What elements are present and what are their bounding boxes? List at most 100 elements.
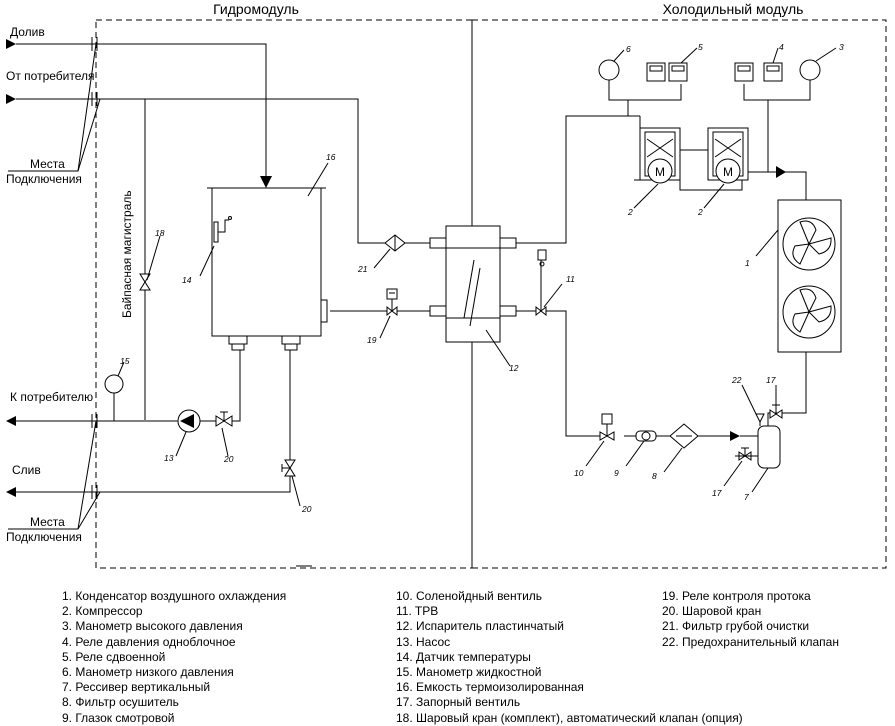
compressor bbox=[707, 127, 749, 184]
tank-outlet-fitting bbox=[231, 343, 245, 351]
temperature-sensor-wire bbox=[218, 219, 229, 233]
leader-line bbox=[8, 43, 97, 172]
label-2b: 2 bbox=[697, 207, 703, 217]
connection-flange bbox=[91, 37, 98, 51]
label-17b: 17 bbox=[712, 488, 722, 498]
leader-line bbox=[291, 475, 301, 507]
bypass-label: Байпасная магистраль bbox=[120, 190, 134, 318]
label-17a: 17 bbox=[766, 375, 776, 385]
ball-valve bbox=[281, 459, 296, 477]
low-pressure-gauge bbox=[598, 59, 620, 81]
tank-outlet-fitting bbox=[228, 335, 248, 345]
thermostatic-expansion-valve bbox=[535, 305, 547, 317]
solenoid-coil bbox=[601, 413, 613, 425]
leader-line bbox=[703, 183, 725, 209]
supply-outlet-arrow bbox=[6, 416, 16, 426]
leader-line bbox=[663, 447, 683, 473]
legend-item: 1. Конденсатор воздушного охлаждения bbox=[62, 589, 287, 603]
high-pressure-manifold bbox=[743, 84, 811, 101]
legend-column-2: 10. Соленойдный вентиль 11. TPB 12. Испа… bbox=[396, 589, 743, 726]
evaporator-port bbox=[499, 305, 517, 317]
leader-line bbox=[613, 49, 625, 62]
label-6: 6 bbox=[626, 44, 631, 54]
leader-line bbox=[117, 361, 125, 377]
sensor-tip bbox=[228, 216, 232, 220]
evaporator-to-trv bbox=[516, 250, 542, 312]
flow-switch-valve bbox=[386, 305, 393, 317]
legend-item: 16. Емкость термоизолированная bbox=[396, 680, 584, 695]
temperature-sensor bbox=[213, 221, 219, 243]
legend-column-3: 19. Реле контроля протока 20. Шаровой кр… bbox=[662, 589, 839, 650]
legend-item: 8. Фильтр осушитель bbox=[62, 695, 179, 710]
trv-sensor bbox=[539, 261, 545, 267]
legend-item: 15. Манометр жидкостной bbox=[396, 665, 542, 680]
leader-line bbox=[175, 431, 187, 457]
leader-line bbox=[585, 440, 605, 467]
leader-line bbox=[772, 47, 779, 64]
leader-line bbox=[221, 427, 229, 457]
evaporator-port bbox=[429, 237, 447, 249]
leader-line bbox=[751, 467, 769, 493]
liquid-line bbox=[546, 310, 600, 437]
cooling-module-title: Холодильный модуль bbox=[663, 1, 804, 17]
connections-label-top-2: Подключения bbox=[6, 172, 82, 186]
return-inlet-arrow bbox=[6, 94, 16, 104]
solenoid-valve bbox=[599, 431, 609, 441]
legend-item: 12. Испаритель пластинчатый bbox=[396, 619, 564, 634]
flow-switch-valve bbox=[391, 305, 398, 317]
solenoid-valve bbox=[605, 431, 615, 441]
low-pressure-manifold bbox=[608, 84, 682, 101]
condenser-fan bbox=[782, 285, 836, 339]
legend-item: 9. Глазок смотровой bbox=[62, 710, 175, 725]
label-20a: 20 bbox=[223, 454, 234, 464]
label-5: 5 bbox=[698, 42, 703, 52]
label-18: 18 bbox=[155, 228, 165, 238]
return-pipe bbox=[16, 98, 385, 244]
label-10: 10 bbox=[574, 468, 584, 478]
sight-glass-window bbox=[641, 431, 651, 441]
leader-line bbox=[680, 47, 698, 64]
motor-label: M bbox=[655, 165, 665, 179]
fill-flow-arrow bbox=[260, 176, 272, 188]
liquid-pressure-gauge bbox=[104, 374, 124, 394]
discharge-flow-arrow bbox=[776, 166, 786, 178]
from-consumer-label: От потребителя bbox=[6, 69, 95, 83]
legend-item: 10. Соленойдный вентиль bbox=[396, 589, 543, 603]
tank-side-fitting bbox=[320, 299, 328, 323]
suction-line bbox=[516, 115, 640, 244]
to-consumer-label: К потребителю bbox=[10, 390, 93, 404]
legend-item: 4. Реле давления одноблочное bbox=[62, 634, 236, 649]
connection-flange bbox=[91, 92, 98, 106]
legend-item: 2. Компрессор bbox=[62, 604, 143, 619]
discharge-line bbox=[742, 171, 807, 200]
legend-item: 14. Датчик температуры bbox=[396, 649, 531, 664]
legend-item: 6. Манометр низкого давления bbox=[62, 665, 234, 680]
shut-off-valve bbox=[738, 447, 752, 461]
label-11: 11 bbox=[566, 274, 575, 284]
connection-flange bbox=[91, 485, 98, 499]
leader-line bbox=[625, 440, 645, 467]
legend-item: 20. Шаровой кран bbox=[662, 604, 762, 619]
label-8: 8 bbox=[652, 471, 657, 481]
condenser-to-receiver bbox=[767, 352, 807, 426]
connections-label-top-1: Места bbox=[30, 157, 65, 171]
drain-pipe bbox=[16, 343, 291, 493]
leader-line bbox=[307, 162, 329, 197]
evaporator-port bbox=[429, 305, 447, 317]
condenser-fan bbox=[782, 217, 836, 271]
refrigeration-schematic: Гидромодуль Холодильный модуль Долив От … bbox=[6, 1, 887, 569]
label-13: 13 bbox=[164, 453, 174, 463]
insulated-tank bbox=[211, 187, 322, 337]
label-19: 19 bbox=[367, 335, 377, 345]
dual-pressure-relay bbox=[646, 62, 688, 82]
flow-switch bbox=[386, 288, 398, 300]
leader-line bbox=[755, 229, 779, 257]
legend-item: 3. Манометр высокого давления bbox=[62, 619, 243, 634]
label-9: 9 bbox=[614, 468, 619, 478]
single-pressure-relay bbox=[734, 62, 783, 82]
safety-valve bbox=[755, 413, 765, 426]
leader-line bbox=[199, 245, 215, 277]
leader-line bbox=[741, 384, 757, 415]
label-12: 12 bbox=[509, 363, 519, 373]
fill-pipe bbox=[16, 43, 267, 178]
